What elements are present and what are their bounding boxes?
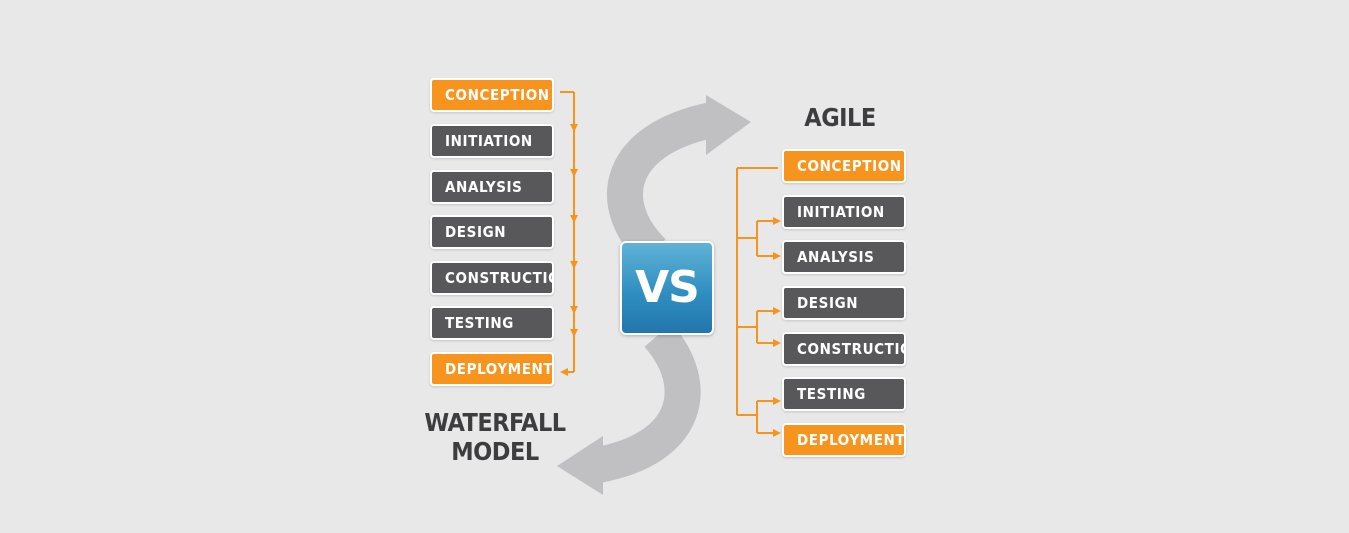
waterfall-step-construction: CONSTRUCTION [430, 261, 554, 295]
agile-step-testing: TESTING [782, 377, 906, 411]
agile-connectors [736, 167, 781, 437]
waterfall-step-design: DESIGN [430, 215, 554, 249]
agile-title: AGILE [804, 103, 876, 132]
swap-arrows-icon [557, 95, 751, 495]
waterfall-connectors [560, 91, 578, 376]
agile-step-deployment: DEPLOYMENT [782, 423, 906, 457]
swirl-arrow-lower [594, 323, 701, 483]
vs-badge: VS [620, 241, 714, 335]
waterfall-step-analysis: ANALYSIS [430, 170, 554, 204]
waterfall-step-testing: TESTING [430, 306, 554, 340]
agile-step-initiation: INITIATION [782, 195, 906, 229]
waterfall-title: WATERFALL MODEL [420, 408, 570, 466]
agile-step-design: DESIGN [782, 286, 906, 320]
agile-step-conception: CONCEPTION [782, 149, 906, 183]
swirl-arrowhead-right [706, 95, 751, 155]
swirl-arrow-upper [607, 102, 717, 265]
agile-step-construction: CONSTRUCTION [782, 332, 906, 366]
swirl-arrowhead-left [557, 436, 603, 495]
waterfall-step-initiation: INITIATION [430, 124, 554, 158]
waterfall-step-deployment: DEPLOYMENT [430, 352, 554, 386]
waterfall-title-line2: MODEL [451, 437, 539, 466]
waterfall-title-line1: WATERFALL [424, 408, 566, 437]
agile-step-analysis: ANALYSIS [782, 240, 906, 274]
waterfall-step-conception: CONCEPTION [430, 78, 554, 112]
